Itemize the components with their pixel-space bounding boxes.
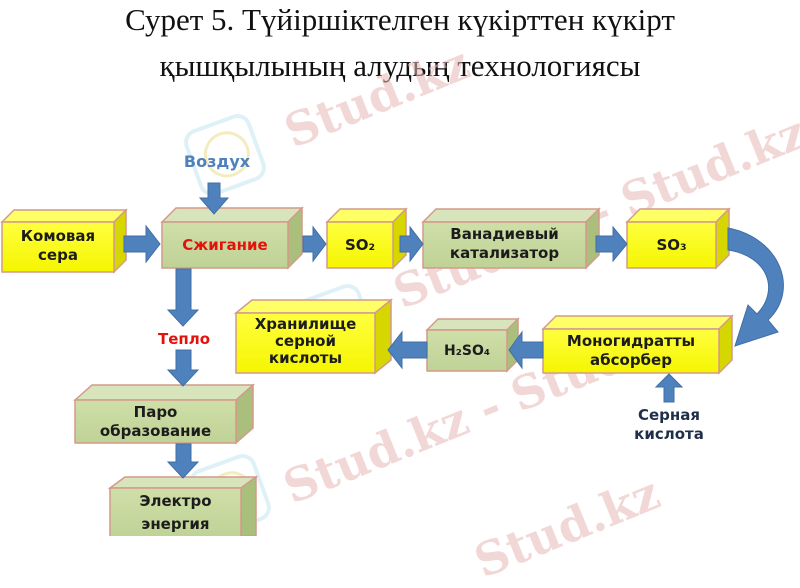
node-label: Ванадиевый <box>450 225 559 243</box>
node-label: серной <box>275 332 336 350</box>
box-paro-obrazovanie <box>73 383 255 445</box>
node-vanadievy-katalizator: Ванадиевый катализатор <box>423 225 586 263</box>
curved-arrow-icon <box>727 227 784 347</box>
node-label: Хранилище <box>254 315 357 333</box>
box-elektro-energiya <box>107 475 259 536</box>
node-so2: SO₂ <box>344 236 376 254</box>
node-label: кислота <box>634 425 704 443</box>
node-label: Электро <box>139 492 212 510</box>
box-so2 <box>325 207 408 270</box>
node-label: кислоты <box>268 349 343 367</box>
node-label: Серная <box>637 406 701 424</box>
box-vanadievy-katalizator <box>421 207 601 270</box>
figure-caption-line-2: қышқылының алудың технологиясы <box>159 48 641 83</box>
node-vozdukh: Воздух <box>183 152 251 171</box>
arrow-right-icon <box>302 225 327 263</box>
arrow-up-icon <box>654 373 684 403</box>
node-label: Комовая <box>20 227 96 245</box>
node-khranilishche: Хранилище серной кислоты <box>236 316 375 367</box>
node-label: катализатор <box>449 244 560 262</box>
process-flow-diagram <box>0 182 784 536</box>
node-teplo: Тепло <box>157 330 211 348</box>
node-paro-obrazovanie: Паро образование <box>75 403 236 441</box>
node-label: Паро <box>133 403 178 421</box>
arrow-right-icon <box>123 224 161 264</box>
node-label: энергия <box>141 515 210 533</box>
node-h2so4: H₂SO₄ <box>444 343 490 359</box>
node-so3: SO₃ <box>656 236 687 254</box>
box-komovaya-sera <box>0 208 128 274</box>
arrow-down-icon <box>166 443 200 479</box>
box-szhiganie <box>160 206 304 270</box>
arrow-left-icon <box>508 330 544 370</box>
node-szhiganie: Сжигание <box>182 236 268 254</box>
node-label: сера <box>38 246 78 264</box>
node-elektro-energiya: Электро энергия <box>110 490 241 536</box>
node-monogidratty-absorber: Моногидратты абсорбер <box>543 332 719 370</box>
box-so3 <box>625 207 731 270</box>
node-label: образование <box>99 422 212 440</box>
node-label: абсорбер <box>590 351 672 369</box>
arrow-down-icon <box>166 349 200 387</box>
node-label: Моногидратты <box>566 332 696 350</box>
arrow-right-icon <box>399 225 424 263</box>
box-khranilishche <box>233 298 394 375</box>
arrow-down-icon <box>166 268 200 327</box>
node-sernaya-kislota: Серная кислота <box>619 406 719 444</box>
arrow-right-icon <box>595 225 628 263</box>
arrow-left-icon <box>387 330 428 370</box>
box-monogidratty-absorber <box>541 314 734 375</box>
node-komovaya-sera: Комовая сера <box>2 227 114 265</box>
figure-caption-line-1: Сурет 5. Түйіршіктелген күкірттен күкірт <box>125 2 675 37</box>
arrow-down-icon <box>198 182 230 215</box>
